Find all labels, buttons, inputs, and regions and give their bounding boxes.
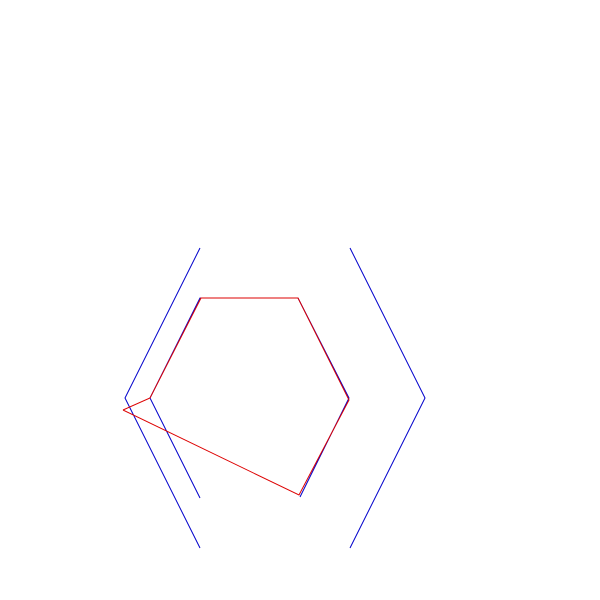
inner-hexagon-blue [149,297,350,499]
outer-hexagon-left-chevron [124,247,201,549]
outer-hexagon-right-chevron [349,247,426,549]
inner-pentagon-red [122,297,350,496]
shapes-layer [122,247,426,549]
